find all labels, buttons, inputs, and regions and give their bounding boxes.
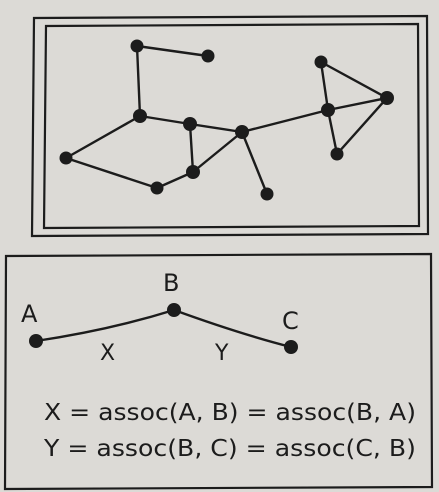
graph-edge (135, 44, 142, 118)
graph-node (133, 109, 147, 123)
graph-node (183, 117, 197, 131)
equation-y: Y = assoc(B, C) = assoc(C, B) (43, 436, 416, 462)
graph-edge (188, 122, 195, 174)
graph-edge (240, 130, 269, 196)
node-a (29, 334, 43, 348)
node-b (167, 303, 181, 317)
equation-x: X = assoc(A, B) = assoc(B, A) (44, 400, 416, 426)
graph-edge (240, 108, 330, 134)
graph-node (314, 55, 328, 69)
graph-node (150, 181, 164, 195)
graph-edges (64, 44, 389, 196)
node-a-label: A (21, 300, 38, 328)
graph-node (235, 125, 249, 139)
node-c (284, 340, 298, 354)
graph-node (201, 49, 215, 63)
graph-edge (135, 44, 210, 58)
graph-node (380, 91, 394, 105)
edge-bc (172, 308, 293, 349)
assoc-edges (34, 308, 293, 349)
edge-x-label: X (100, 341, 115, 366)
graph-panel (30, 14, 430, 238)
edge-ab (34, 308, 176, 343)
node-b-label: B (163, 269, 179, 297)
graph-edge (138, 114, 192, 126)
graph-edge (326, 108, 339, 156)
graph-edge (326, 96, 389, 112)
graph-edge (191, 130, 244, 174)
graph-node (321, 103, 335, 117)
graph-node (330, 147, 344, 161)
graph-edge (188, 122, 244, 134)
graph-edge (64, 156, 159, 190)
graph-node (260, 187, 274, 201)
graph-node (186, 165, 200, 179)
graph-edge (319, 60, 389, 100)
assoc-panel-border (3, 252, 434, 491)
graph-edge (319, 60, 330, 112)
assoc-nodes (29, 303, 298, 354)
graph-nodes (59, 39, 394, 201)
assoc-panel (3, 252, 434, 491)
graph-node (59, 151, 73, 165)
graph-edge (64, 114, 142, 160)
graph-panel-inner-border (42, 22, 421, 230)
graph-panel-outer-border (30, 14, 430, 238)
graph-node (130, 39, 144, 53)
graph-edge (335, 96, 389, 156)
edge-y-label: Y (214, 341, 229, 366)
node-c-label: C (282, 307, 299, 335)
